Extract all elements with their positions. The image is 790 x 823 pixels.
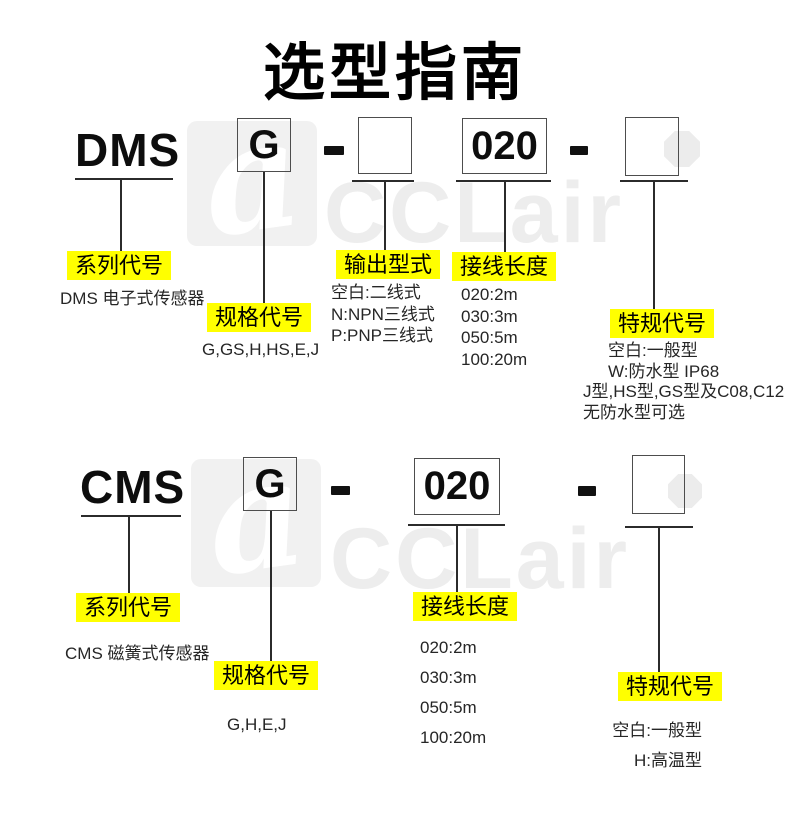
- dms-output-underline: [352, 180, 414, 182]
- dms-special-connector: [653, 182, 655, 309]
- cms-spec-connector: [270, 511, 272, 661]
- watermark-brand-text: CCLair: [324, 165, 624, 261]
- option-item: N:NPN三线式: [331, 304, 435, 324]
- cms-special-options: 空白:一般型 H:高温型: [590, 716, 702, 776]
- dms-spec-code-value: G: [248, 122, 280, 167]
- cms-length-label: 接线长度: [413, 592, 518, 621]
- dms-special-code-box: [625, 117, 679, 176]
- cms-series-connector: [128, 517, 130, 593]
- cms-series-label: 系列代号: [76, 593, 181, 622]
- cms-spec-options: G,H,E,J: [227, 715, 287, 734]
- dms-series-desc: DMS 电子式传感器: [60, 289, 205, 308]
- option-item: 020:2m: [461, 285, 518, 304]
- dms-output-options: 空白:二线式 N:NPN三线式 P:PNP三线式: [331, 282, 435, 347]
- dms-length-options: 020:2m 030:3m 050:5m 100:20m: [461, 284, 527, 370]
- dash-separator: [570, 146, 588, 155]
- dms-spec-connector: [263, 172, 265, 303]
- page-title: 选型指南: [262, 39, 527, 108]
- dms-output-connector: [384, 182, 386, 251]
- dms-series-underline: [75, 178, 173, 180]
- option-item: J型,HS型,GS型及C08,C12: [583, 382, 785, 401]
- cms-length-underline: [408, 524, 505, 526]
- watermark-logo-tile: a: [187, 121, 317, 246]
- dms-series-label: 系列代号: [67, 251, 172, 280]
- watermark-dot-icon: [668, 474, 702, 508]
- dms-spec-code-box: G: [237, 118, 291, 172]
- cms-series-underline: [81, 515, 181, 517]
- option-item: W:防水型 IP68: [608, 361, 720, 381]
- cms-special-code-box: [632, 455, 685, 514]
- watermark-dot-icon: [664, 131, 700, 167]
- dash-separator: [578, 486, 596, 496]
- cms-series-desc: CMS 磁簧式传感器: [65, 644, 210, 663]
- cms-length-options: 020:2m 030:3m 050:5m 100:20m: [420, 633, 486, 753]
- cms-length-connector: [456, 526, 458, 593]
- dms-model-text: DMS: [75, 124, 181, 176]
- dms-spec-label: 规格代号: [207, 303, 312, 332]
- option-item: 050:5m: [461, 328, 518, 347]
- dash-separator: [331, 486, 350, 495]
- watermark-logo-tile: a: [191, 459, 321, 587]
- dms-series-connector: [120, 180, 122, 251]
- option-item: 050:5m: [420, 698, 477, 717]
- dash-separator: [324, 146, 344, 155]
- dms-length-code-box: 020: [462, 118, 547, 174]
- option-item: 100:20m: [420, 728, 487, 747]
- option-item: 空白:一般型: [612, 721, 702, 740]
- dms-output-code-box: [358, 117, 412, 174]
- dms-spec-options: G,GS,H,HS,E,J: [202, 340, 320, 359]
- option-item: 020:2m: [420, 638, 477, 657]
- watermark-brand-text: CCLair: [330, 511, 630, 607]
- option-item: P:PNP三线式: [331, 326, 434, 345]
- dms-special-label: 特规代号: [610, 309, 715, 338]
- dms-length-connector: [504, 182, 506, 252]
- dms-length-code-value: 020: [471, 123, 538, 168]
- cms-spec-code-value: G: [254, 461, 286, 506]
- cms-spec-label: 规格代号: [214, 661, 319, 690]
- option-item: 030:3m: [420, 668, 477, 687]
- option-item: 无防水型可选: [583, 402, 685, 422]
- option-item: H:高温型: [634, 751, 702, 770]
- cms-spec-code-box: G: [243, 457, 297, 511]
- cms-special-label: 特规代号: [618, 672, 723, 701]
- cms-special-connector: [658, 528, 660, 673]
- cms-model-text: CMS: [80, 461, 186, 513]
- cms-length-code-value: 020: [423, 464, 491, 508]
- dms-output-label: 输出型式: [336, 250, 441, 279]
- option-item: 030:3m: [461, 306, 518, 326]
- cms-special-underline: [625, 526, 693, 528]
- dms-special-underline: [620, 180, 688, 182]
- cms-length-code-box: 020: [414, 458, 500, 515]
- dms-length-underline: [456, 180, 551, 182]
- option-item: 空白:一般型: [608, 341, 698, 360]
- dms-length-label: 接线长度: [452, 252, 557, 281]
- option-item: 100:20m: [461, 349, 528, 369]
- dms-special-options: 空白:一般型 W:防水型 IP68 J型,HS型,GS型及C08,C12 无防水…: [583, 341, 784, 423]
- option-item: 空白:二线式: [331, 283, 421, 302]
